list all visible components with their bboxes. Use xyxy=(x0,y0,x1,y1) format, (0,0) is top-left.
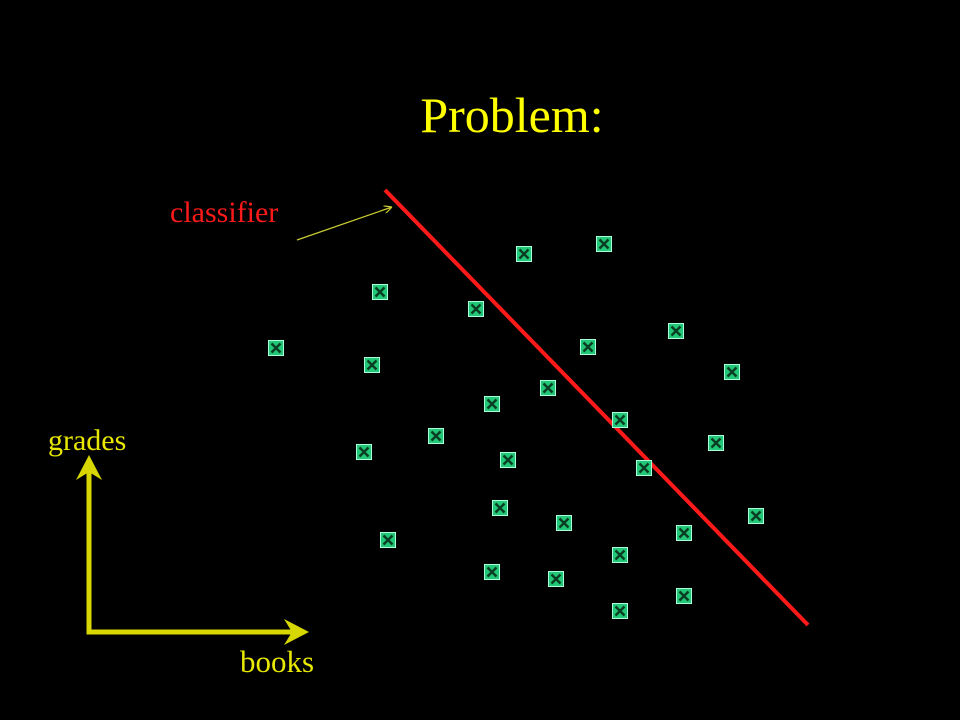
x-mark-icon xyxy=(614,414,626,426)
x-mark-icon xyxy=(470,303,482,315)
data-point-marker xyxy=(428,428,444,444)
x-mark-icon xyxy=(638,462,650,474)
data-point-marker xyxy=(612,412,628,428)
x-mark-icon xyxy=(270,342,282,354)
x-mark-icon xyxy=(726,366,738,378)
x-mark-icon xyxy=(550,573,562,585)
axes xyxy=(86,472,302,635)
data-point-marker xyxy=(548,571,564,587)
x-mark-icon xyxy=(598,238,610,250)
x-mark-icon xyxy=(582,341,594,353)
data-point-marker xyxy=(468,301,484,317)
data-point-marker xyxy=(540,380,556,396)
data-point-marker xyxy=(268,340,284,356)
y-axis-label: grades xyxy=(48,424,127,457)
y-axis-arrowhead xyxy=(76,455,102,480)
x-mark-icon xyxy=(382,534,394,546)
x-mark-icon xyxy=(430,430,442,442)
data-point-marker xyxy=(356,444,372,460)
classifier-label: classifier xyxy=(170,196,279,229)
data-point-marker xyxy=(484,564,500,580)
data-point-marker xyxy=(380,532,396,548)
x-mark-icon xyxy=(678,590,690,602)
x-mark-icon xyxy=(710,437,722,449)
data-point-marker xyxy=(676,588,692,604)
x-mark-icon xyxy=(518,248,530,260)
data-point-marker xyxy=(372,284,388,300)
data-point-marker xyxy=(580,339,596,355)
x-mark-icon xyxy=(486,566,498,578)
x-mark-icon xyxy=(486,398,498,410)
data-point-marker xyxy=(676,525,692,541)
data-point-marker xyxy=(668,323,684,339)
data-point-marker xyxy=(516,246,532,262)
x-axis-arrowhead xyxy=(284,619,309,645)
x-mark-icon xyxy=(542,382,554,394)
x-mark-icon xyxy=(678,527,690,539)
classifier-line xyxy=(383,188,810,627)
data-point-marker xyxy=(612,603,628,619)
data-point-marker xyxy=(636,460,652,476)
x-mark-icon xyxy=(374,286,386,298)
data-point-marker xyxy=(500,452,516,468)
data-point-marker xyxy=(484,396,500,412)
data-point-marker xyxy=(364,357,380,373)
classifier-pointer-arrow xyxy=(296,207,392,241)
data-points xyxy=(268,236,764,619)
x-mark-icon xyxy=(614,549,626,561)
data-point-marker xyxy=(708,435,724,451)
x-mark-icon xyxy=(494,502,506,514)
x-axis-label: books xyxy=(240,644,315,679)
data-point-marker xyxy=(748,508,764,524)
x-mark-icon xyxy=(358,446,370,458)
data-point-marker xyxy=(612,547,628,563)
x-mark-icon xyxy=(670,325,682,337)
data-point-marker xyxy=(556,515,572,531)
x-mark-icon xyxy=(502,454,514,466)
x-mark-icon xyxy=(750,510,762,522)
data-point-marker xyxy=(724,364,740,380)
data-point-marker xyxy=(492,500,508,516)
x-mark-icon xyxy=(614,605,626,617)
slide-title: Problem: xyxy=(420,87,604,143)
data-point-marker xyxy=(596,236,612,252)
x-mark-icon xyxy=(366,359,378,371)
x-mark-icon xyxy=(558,517,570,529)
